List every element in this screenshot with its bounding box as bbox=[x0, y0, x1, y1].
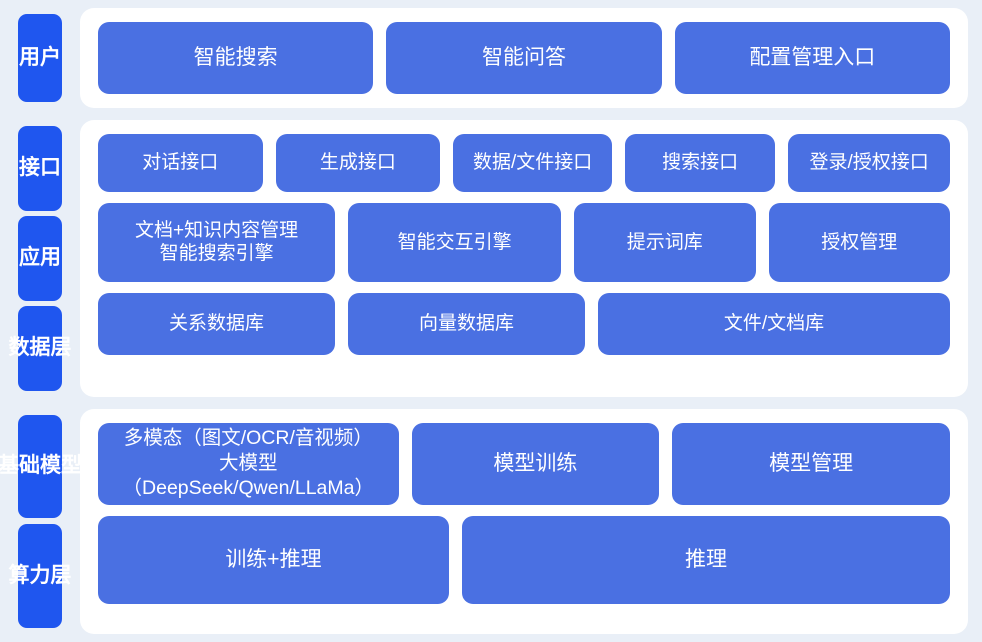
layer-tab-foundation-model[interactable]: 基础模型 bbox=[0, 414, 82, 519]
component-box[interactable]: 智能交互引擎 bbox=[348, 202, 562, 282]
layer-tab-compute[interactable]: 算力层 bbox=[9, 524, 72, 628]
layer-tab-char: 口 bbox=[40, 156, 61, 180]
component-box[interactable]: 文件/文档库 bbox=[598, 292, 950, 355]
component-box[interactable]: 登录/授权接口 bbox=[788, 133, 951, 192]
layer-tab-char: 型 bbox=[61, 454, 82, 478]
layer-tab-char: 层 bbox=[50, 564, 72, 588]
layer-tab-char: 据 bbox=[29, 336, 51, 360]
layer-tab-char: 层 bbox=[50, 336, 72, 360]
component-box[interactable]: 关系数据库 bbox=[98, 292, 336, 355]
component-box[interactable]: 文档+知识内容管理 智能搜索引擎 bbox=[98, 202, 336, 282]
row-interface: 对话接口生成接口数据/文件接口搜索接口登录/授权接口 bbox=[98, 133, 951, 192]
row-user-entries: 智能搜索智能问答配置管理入口 bbox=[98, 22, 950, 94]
layer-tab-char: 接 bbox=[19, 156, 40, 180]
layer-tab-application[interactable]: 应用 bbox=[18, 215, 62, 301]
layer-tab-char: 用 bbox=[40, 246, 61, 270]
layer-tab-char: 应 bbox=[19, 246, 40, 270]
layer-card-middle: 对话接口生成接口数据/文件接口搜索接口登录/授权接口 文档+知识内容管理 智能搜… bbox=[80, 119, 968, 397]
section-base: 基础模型 算力层 多模态（图文/OCR/音视频） 大模型（DeepSeek/Qw… bbox=[0, 408, 968, 634]
layer-tab-char: 户 bbox=[40, 45, 61, 69]
row-compute: 训练+推理推理 bbox=[98, 515, 950, 604]
row-model: 多模态（图文/OCR/音视频） 大模型（DeepSeek/Qwen/LLaMa）… bbox=[98, 422, 950, 505]
component-box[interactable]: 配置管理入口 bbox=[674, 22, 950, 94]
section-middle: 接口 应用 数据层 对话接口生成接口数据/文件接口搜索接口登录/授权接口 文档+… bbox=[9, 119, 968, 397]
component-box[interactable]: 模型管理 bbox=[672, 422, 950, 505]
component-box[interactable]: 向量数据库 bbox=[348, 292, 586, 355]
component-box[interactable]: 对话接口 bbox=[98, 133, 263, 192]
component-box[interactable]: 生成接口 bbox=[275, 133, 441, 192]
layer-tab-user[interactable]: 用户 bbox=[18, 14, 62, 102]
component-box[interactable]: 训练+推理 bbox=[98, 515, 449, 604]
component-box[interactable]: 推理 bbox=[461, 515, 950, 604]
layer-card-user: 智能搜索智能问答配置管理入口 bbox=[80, 8, 968, 108]
component-box[interactable]: 提示词库 bbox=[574, 202, 756, 282]
layer-tabs-middle: 接口 应用 数据层 bbox=[9, 120, 72, 397]
layer-tab-interface[interactable]: 接口 bbox=[18, 125, 62, 211]
component-box[interactable]: 智能问答 bbox=[386, 22, 662, 94]
layer-tabs-base: 基础模型 算力层 bbox=[0, 409, 82, 634]
layer-tab-char: 力 bbox=[29, 564, 51, 588]
layer-tab-char: 基 bbox=[0, 454, 19, 478]
component-box[interactable]: 多模态（图文/OCR/音视频） 大模型（DeepSeek/Qwen/LLaMa） bbox=[98, 422, 399, 505]
component-box[interactable]: 智能搜索 bbox=[98, 22, 374, 94]
layer-tab-char: 数 bbox=[8, 336, 30, 360]
layer-card-base: 多模态（图文/OCR/音视频） 大模型（DeepSeek/Qwen/LLaMa）… bbox=[80, 408, 968, 634]
component-box[interactable]: 搜索接口 bbox=[625, 133, 776, 192]
row-data: 关系数据库向量数据库文件/文档库 bbox=[98, 292, 950, 355]
component-box[interactable]: 模型训练 bbox=[411, 422, 660, 505]
component-box[interactable]: 授权管理 bbox=[768, 202, 951, 282]
layer-tab-data[interactable]: 数据层 bbox=[9, 305, 72, 391]
layer-tabs-user: 用户 bbox=[18, 8, 62, 108]
layer-tab-char: 模 bbox=[40, 454, 61, 478]
layer-tab-char: 算 bbox=[8, 564, 30, 588]
layer-tab-char: 用 bbox=[19, 45, 40, 69]
component-box[interactable]: 数据/文件接口 bbox=[453, 133, 613, 192]
row-application: 文档+知识内容管理 智能搜索引擎智能交互引擎提示词库授权管理 bbox=[98, 202, 951, 282]
layer-tab-char: 础 bbox=[19, 454, 40, 478]
section-user: 用户 智能搜索智能问答配置管理入口 bbox=[18, 8, 968, 108]
